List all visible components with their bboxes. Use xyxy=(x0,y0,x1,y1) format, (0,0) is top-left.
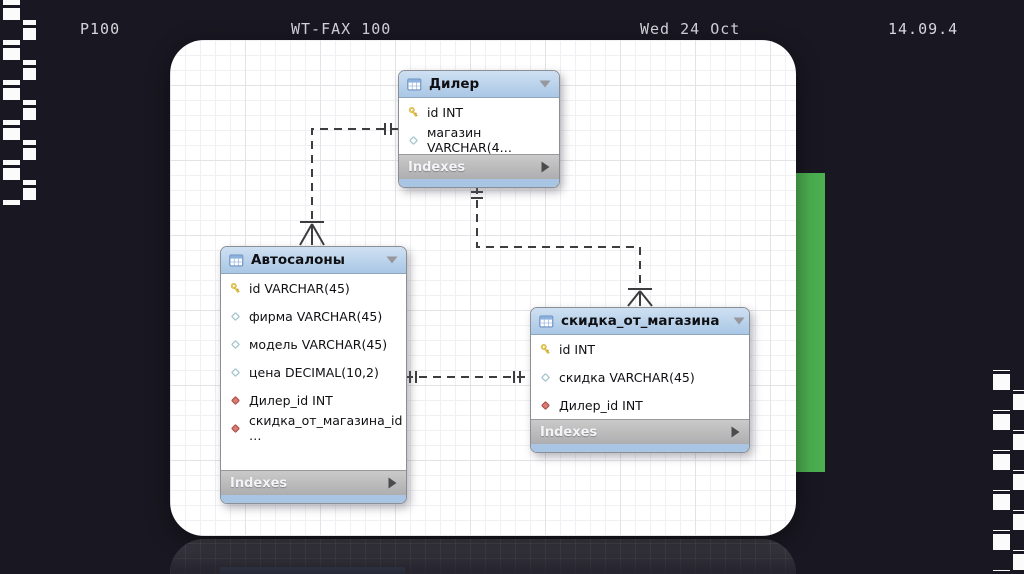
table-column[interactable]: Дилер_id INT xyxy=(531,391,749,419)
collapse-arrow-icon[interactable] xyxy=(733,317,745,325)
expand-arrow-icon xyxy=(731,426,740,438)
table-title: скидка_от_магазина xyxy=(561,313,720,329)
column-text: id INT xyxy=(427,104,464,120)
relationship-lines-layer xyxy=(299,123,653,383)
page-number: P100 xyxy=(80,20,121,38)
table-strip-reflection xyxy=(220,567,405,574)
primary-key-icon xyxy=(407,106,420,119)
relationship-dealer-discount[interactable] xyxy=(471,186,653,307)
table-column[interactable]: магазин VARCHAR(4… xyxy=(399,125,559,155)
table-title: Дилер xyxy=(429,76,480,92)
foreign-key-icon xyxy=(539,399,552,412)
foreign-key-icon xyxy=(229,394,242,407)
table-column[interactable]: цена DECIMAL(10,2) xyxy=(221,358,406,386)
column-icon xyxy=(539,371,552,384)
table-salons-header[interactable]: Автосалоны xyxy=(221,247,406,274)
green-accent-bar xyxy=(793,173,825,472)
indexes-expander[interactable]: Indexes xyxy=(399,154,559,179)
foreign-key-icon xyxy=(229,422,242,435)
table-icon xyxy=(539,314,554,329)
column-text: фирма VARCHAR(45) xyxy=(249,308,383,324)
table-column[interactable]: id INT xyxy=(399,98,559,126)
date-label: Wed 24 Oct xyxy=(640,20,741,38)
table-discount[interactable]: скидка_от_магазина id INT скидка VARCHAR… xyxy=(530,307,750,453)
column-icon xyxy=(229,366,242,379)
indexes-label: Indexes xyxy=(540,424,598,440)
table-bottom-strip xyxy=(399,179,559,187)
column-text: id INT xyxy=(559,341,596,357)
table-icon xyxy=(407,77,422,92)
table-column[interactable]: скидка_от_магазина_id … xyxy=(221,413,406,443)
column-text: цена DECIMAL(10,2) xyxy=(249,364,379,380)
station-name: WT-FAX 100 xyxy=(291,20,392,38)
table-column[interactable]: Дилер_id INT xyxy=(221,386,406,414)
column-text: Дилер_id INT xyxy=(249,392,333,408)
expand-arrow-icon xyxy=(388,477,397,489)
indexes-label: Indexes xyxy=(408,159,466,175)
table-dealer-header[interactable]: Дилер xyxy=(399,71,559,98)
table-dealer[interactable]: Дилер id INT магазин VARCHAR(4… Indexes xyxy=(398,70,560,188)
column-icon xyxy=(229,338,242,351)
indexes-label: Indexes xyxy=(230,475,288,491)
table-column[interactable]: скидка VARCHAR(45) xyxy=(531,363,749,391)
indexes-expander[interactable]: Indexes xyxy=(531,419,749,444)
column-text: id VARCHAR(45) xyxy=(249,280,350,296)
table-icon xyxy=(229,253,244,268)
indexes-expander[interactable]: Indexes xyxy=(221,470,406,495)
table-discount-header[interactable]: скидка_от_магазина xyxy=(531,308,749,335)
eer-diagram-canvas[interactable]: Дилер id INT магазин VARCHAR(4… Indexes xyxy=(170,40,796,536)
relationship-dealer-salons[interactable] xyxy=(299,123,398,246)
primary-key-icon xyxy=(229,282,242,295)
empty-columns-area xyxy=(221,442,406,470)
time-label: 14.09.4 xyxy=(888,20,959,38)
column-icon xyxy=(229,310,242,323)
table-bottom-strip xyxy=(221,495,406,503)
checkerboard-right-decoration xyxy=(990,370,1024,574)
primary-key-icon xyxy=(539,343,552,356)
table-column[interactable]: модель VARCHAR(45) xyxy=(221,330,406,358)
column-text: магазин VARCHAR(4… xyxy=(427,125,513,155)
table-title: Автосалоны xyxy=(251,252,345,268)
column-text: модель VARCHAR(45) xyxy=(249,336,388,352)
table-salons[interactable]: Автосалоны id VARCHAR(45) фирма VARCHAR(… xyxy=(220,246,407,504)
table-column[interactable]: id INT xyxy=(531,335,749,363)
table-column[interactable]: id VARCHAR(45) xyxy=(221,274,406,302)
table-bottom-strip xyxy=(531,444,749,452)
table-column[interactable]: фирма VARCHAR(45) xyxy=(221,302,406,330)
relationship-salons-discount[interactable] xyxy=(405,371,530,383)
column-text: скидка VARCHAR(45) xyxy=(559,369,695,385)
column-text: Дилер_id INT xyxy=(559,397,643,413)
checkerboard-left-decoration xyxy=(0,0,36,208)
column-text: скидка_от_магазина_id … xyxy=(249,413,403,443)
column-icon xyxy=(407,134,420,147)
expand-arrow-icon xyxy=(541,161,550,173)
collapse-arrow-icon[interactable] xyxy=(539,80,551,88)
canvas-reflection xyxy=(170,539,796,574)
collapse-arrow-icon[interactable] xyxy=(386,256,398,264)
